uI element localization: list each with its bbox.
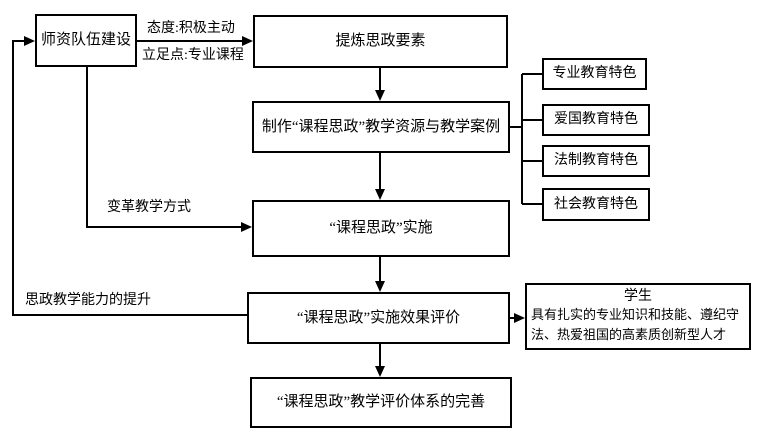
node-feature-legal-education: 法制教育特色: [542, 145, 650, 177]
edge-evaluate-to-teacher-feedback: [12, 40, 247, 316]
feature-patriotic-education-label: 爱国教育特色: [554, 112, 638, 128]
arrowhead-teacher-to-implement: [241, 222, 252, 232]
edge-teacher-to-implement: [86, 67, 242, 228]
node-extract-ideological-elements-label: 提炼思政要素: [335, 33, 426, 50]
arrowhead-evaluate-to-teacher-feedback: [24, 36, 35, 46]
edge-label-attitude: 态度:积极主动: [147, 21, 235, 36]
node-evaluation-system-perfection: “课程思政”教学评价体系的完善: [250, 377, 512, 428]
student-outcome-title: 学生: [624, 289, 652, 304]
feature-social-education-label: 社会教育特色: [554, 196, 638, 212]
node-evaluation-system-perfection-label: “课程思政”教学评价体系的完善: [276, 394, 486, 411]
edge-label-ideological-teaching-ability: 思政教学能力的提升: [25, 293, 151, 308]
node-implementation-effect-evaluation: “课程思政”实施效果评价: [247, 292, 510, 344]
node-feature-social-education: 社会教育特色: [542, 188, 650, 221]
node-extract-ideological-elements: 提炼思政要素: [253, 15, 508, 68]
node-curriculum-ideology-implementation-label: “课程思政”实施: [329, 220, 433, 237]
node-implementation-effect-evaluation-label: “课程思政”实施效果评价: [296, 309, 461, 326]
arrowhead-teacher-to-extract: [242, 36, 253, 46]
node-produce-teaching-resources: 制作“课程思政”教学资源与教学案例: [252, 101, 510, 153]
node-student-outcome: 学生 具有扎实的专业知识和技能、遵纪守法、热爱祖国的高素质创新型人才: [525, 283, 751, 350]
arrowhead-evaluate-to-student: [514, 313, 525, 323]
node-curriculum-ideology-implementation: “课程思政”实施: [252, 200, 510, 257]
node-teacher-team-building: 师资队伍建设: [35, 14, 137, 67]
edge-produce-to-features-spine: [510, 73, 542, 205]
node-produce-teaching-resources-label: 制作“课程思政”教学资源与教学案例: [261, 118, 501, 135]
feature-professional-education-label: 专业教育特色: [552, 66, 637, 82]
edge-label-standpoint: 立足点:专业课程: [142, 48, 244, 63]
arrowhead-evaluate-to-perfect: [375, 366, 385, 377]
student-outcome-description: 具有扎实的专业知识和技能、遵纪守法、热爱祖国的高素质创新型人才: [531, 307, 740, 342]
feature-legal-education-label: 法制教育特色: [554, 153, 638, 169]
node-feature-professional-education: 专业教育特色: [542, 58, 647, 90]
arrowhead-implement-to-evaluate: [375, 281, 385, 292]
arrowhead-extract-to-produce: [375, 90, 385, 101]
node-feature-patriotic-education: 爱国教育特色: [542, 104, 650, 136]
edge-label-reform-teaching-methods: 变革教学方式: [107, 200, 191, 215]
node-teacher-team-building-label: 师资队伍建设: [40, 32, 131, 49]
arrowhead-produce-to-implement: [375, 189, 385, 200]
